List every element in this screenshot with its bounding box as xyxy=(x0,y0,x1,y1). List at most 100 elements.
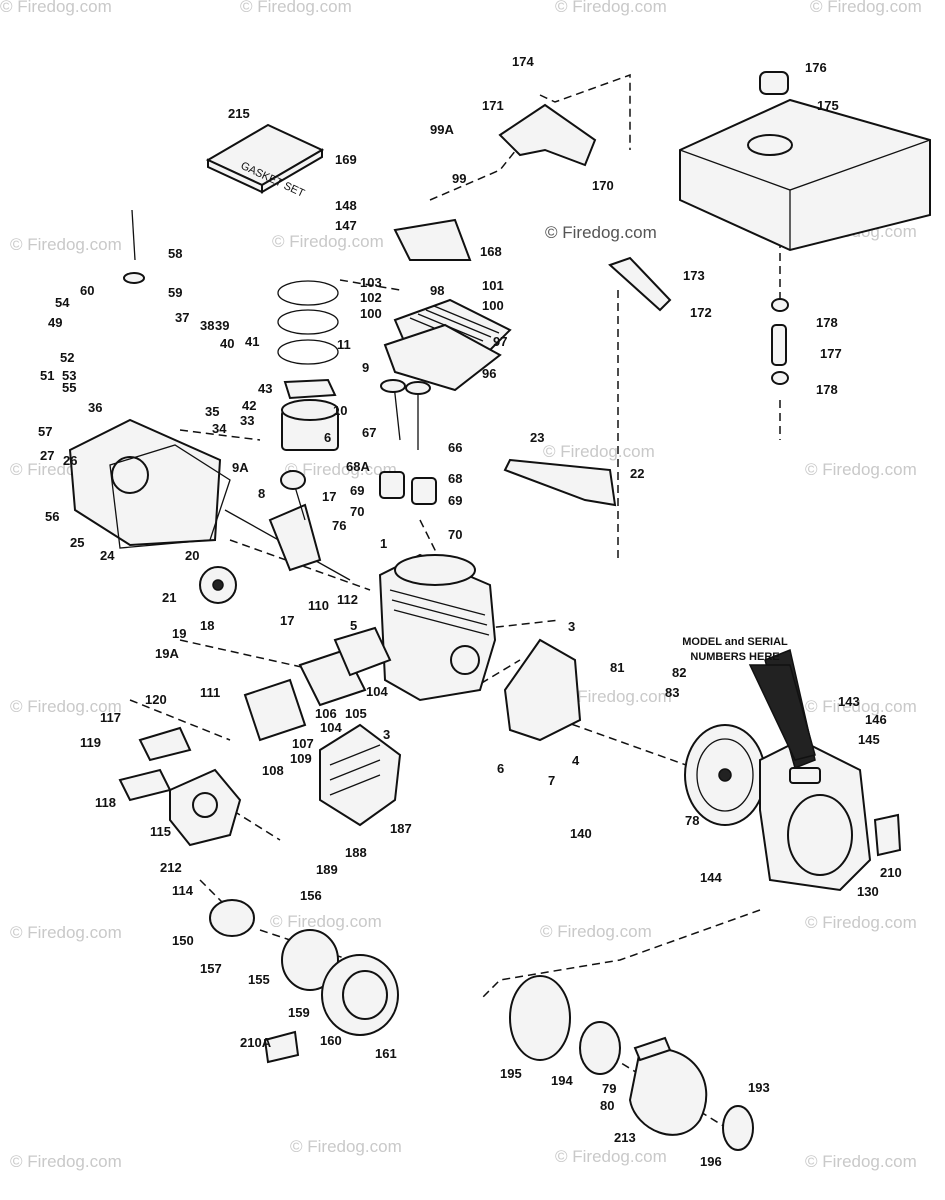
watermark-text: © Firedog.com xyxy=(240,0,352,16)
muffler xyxy=(319,723,402,827)
part-label-171: 171 xyxy=(482,98,504,113)
part-label-170: 170 xyxy=(592,178,614,193)
part-label-68A: 68A xyxy=(346,459,370,474)
part-label-52: 52 xyxy=(60,350,74,365)
part-label-8: 8 xyxy=(258,486,265,501)
parts: GASKET SET xyxy=(68,71,931,1151)
part-label-56: 56 xyxy=(45,509,59,524)
part-label-178: 178 xyxy=(816,382,838,397)
watermark-text: © Firedog.com xyxy=(540,922,652,941)
part-label-110: 110 xyxy=(308,598,329,613)
part-label-168: 168 xyxy=(480,244,502,259)
part-label-1: 1 xyxy=(380,536,387,551)
part-label-210A: 210A xyxy=(240,1035,272,1050)
part-label-49: 49 xyxy=(48,315,62,330)
part-label-6: 6 xyxy=(324,430,331,445)
part-label-157: 157 xyxy=(200,961,222,976)
part-label-11: 11 xyxy=(337,337,351,352)
watermark-text: © Firedog.com xyxy=(555,0,667,16)
part-label-148: 148 xyxy=(335,198,357,213)
part-label-215: 215 xyxy=(228,106,250,121)
watermark-text: © Firedog.com xyxy=(290,1137,402,1156)
watermark-text: © Firedog.com xyxy=(0,0,112,16)
piston xyxy=(281,399,339,451)
part-label-60: 60 xyxy=(80,283,94,298)
part-label-146: 146 xyxy=(865,712,887,727)
part-label-55: 55 xyxy=(62,380,76,395)
part-label-17: 17 xyxy=(322,489,336,504)
part-label-78: 78 xyxy=(685,813,699,828)
part-label-196: 196 xyxy=(700,1154,722,1169)
part-label-120: 120 xyxy=(145,692,167,707)
part-label-38: 38 xyxy=(200,318,214,333)
part-label-39: 39 xyxy=(215,318,229,333)
model-serial-note-line1: MODEL and SERIAL xyxy=(682,636,788,648)
watermark-text: © Firedog.com xyxy=(805,913,917,932)
part-label-34: 34 xyxy=(212,421,227,436)
part-label-59: 59 xyxy=(168,285,182,300)
watermark-text: © Firedog.com xyxy=(805,697,917,716)
part-label-188: 188 xyxy=(345,845,367,860)
part-label-145: 145 xyxy=(858,732,880,747)
part-label-169: 169 xyxy=(335,152,357,167)
part-label-21: 21 xyxy=(162,590,176,605)
part-label-114: 114 xyxy=(172,883,194,898)
watermark-text: © Firedog.com xyxy=(805,460,917,479)
part-label-70: 70 xyxy=(448,527,462,542)
part-label-19: 19 xyxy=(172,626,186,641)
part-label-41: 41 xyxy=(245,334,259,349)
part-label-130: 130 xyxy=(857,884,879,899)
part-label-111: 111 xyxy=(200,685,220,700)
part-label-53: 53 xyxy=(62,368,76,383)
part-label-66: 66 xyxy=(448,440,462,455)
part-label-155: 155 xyxy=(248,972,270,987)
watermark-text: © Firedog.com xyxy=(10,235,122,254)
part-label-115: 115 xyxy=(150,824,171,839)
part-label-79: 79 xyxy=(602,1081,616,1096)
part-label-143: 143 xyxy=(838,694,860,709)
part-label-101: 101 xyxy=(482,278,504,293)
part-label-96: 96 xyxy=(482,366,496,381)
part-label-80: 80 xyxy=(600,1098,614,1113)
part-label-173: 173 xyxy=(683,268,705,283)
model-serial-note-line2: NUMBERS HERE xyxy=(690,651,779,663)
part-label-69: 69 xyxy=(448,493,462,508)
part-label-107: 107 xyxy=(292,736,314,751)
part-label-37: 37 xyxy=(175,310,189,325)
part-label-43: 43 xyxy=(258,381,272,396)
part-label-102: 102 xyxy=(360,290,382,305)
watermark-text: © Firedog.com xyxy=(272,232,384,251)
part-label-213: 213 xyxy=(614,1130,636,1145)
part-label-3: 3 xyxy=(383,727,390,742)
part-label-147: 147 xyxy=(335,218,357,233)
part-label-104: 104 xyxy=(320,720,342,735)
part-label-33: 33 xyxy=(240,413,254,428)
part-label-178: 178 xyxy=(816,315,838,330)
part-label-26: 26 xyxy=(63,453,77,468)
part-label-82: 82 xyxy=(672,665,686,680)
part-label-194: 194 xyxy=(551,1073,573,1088)
watermark-text: © Firedog.com xyxy=(285,460,397,479)
part-label-103: 103 xyxy=(360,275,382,290)
part-label-117: 117 xyxy=(100,710,121,725)
watermark-text: © Firedog.com xyxy=(805,1152,917,1171)
part-label-172: 172 xyxy=(690,305,712,320)
part-label-140: 140 xyxy=(570,826,592,841)
part-label-175: 175 xyxy=(817,98,839,113)
part-label-4: 4 xyxy=(572,753,580,768)
part-label-193: 193 xyxy=(748,1080,770,1095)
part-label-212: 212 xyxy=(160,860,182,875)
part-label-24: 24 xyxy=(100,548,115,563)
part-label-5: 5 xyxy=(350,618,357,633)
part-label-195: 195 xyxy=(500,1066,522,1081)
part-label-70: 70 xyxy=(350,504,364,519)
carburetor xyxy=(169,768,242,847)
part-label-3: 3 xyxy=(568,619,575,634)
gasket-set-box: GASKET SET xyxy=(205,123,325,200)
fuel-tank xyxy=(679,71,931,252)
watermark-main: © Firedog.com xyxy=(545,223,657,242)
part-label-189: 189 xyxy=(316,862,338,877)
part-label-174: 174 xyxy=(512,54,534,69)
